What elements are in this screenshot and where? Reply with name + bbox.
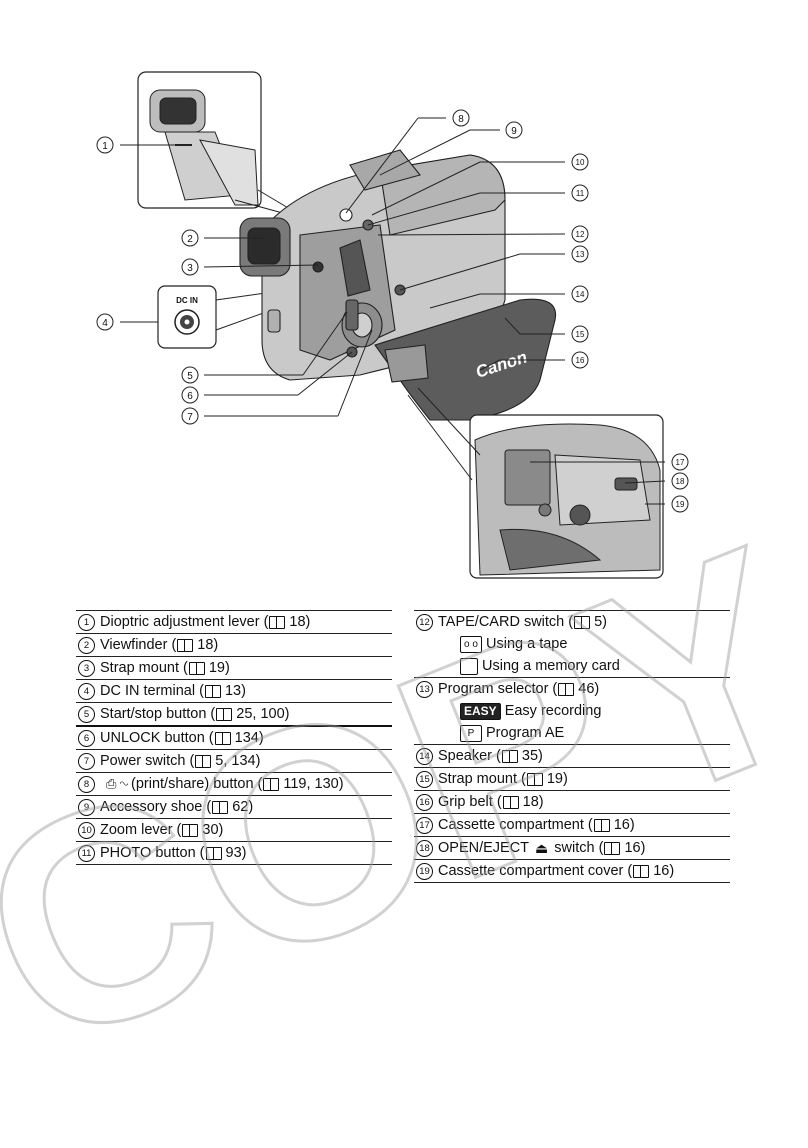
program-ae-icon: P [460, 724, 482, 742]
book-icon [502, 795, 519, 809]
callout-13: 13 [571, 245, 589, 263]
book-icon [205, 846, 222, 860]
svg-text:18: 18 [676, 477, 685, 486]
svg-text:19: 19 [676, 500, 685, 509]
callout-10: 10 [571, 153, 589, 171]
book-icon [526, 772, 543, 786]
callout-19: 19 [671, 495, 689, 513]
book-icon [604, 841, 621, 855]
callout-1: 1 [96, 136, 114, 154]
book-icon [188, 661, 205, 675]
eject-icon: ⏏ [535, 839, 549, 856]
camcorder-diagram: DC IN Canon [96, 71, 689, 579]
svg-text:1: 1 [102, 141, 108, 152]
book-icon [216, 707, 233, 721]
callout-18: 18 [671, 472, 689, 490]
svg-text:10: 10 [576, 158, 585, 167]
callout-16: 16 [571, 351, 589, 369]
legend-subitem: Using a memory card [414, 655, 730, 677]
print-share-icon: ⎙ ∿ [106, 776, 128, 791]
callout-6: 6 [181, 386, 199, 404]
book-icon [558, 682, 575, 696]
svg-text:3: 3 [187, 263, 193, 274]
svg-text:2: 2 [187, 234, 193, 245]
book-icon [633, 864, 650, 878]
tape-icon: o o [460, 635, 482, 653]
camcorder-body [239, 149, 557, 421]
callout-9: 9 [505, 121, 523, 139]
viewfinder-inset-drawing [149, 89, 259, 206]
svg-text:7: 7 [187, 412, 193, 423]
dc-in-label: DC IN [176, 296, 198, 305]
memory-card-icon [460, 657, 478, 675]
book-icon [574, 615, 591, 629]
book-icon [204, 684, 221, 698]
book-icon [177, 638, 194, 652]
callout-11: 11 [571, 184, 589, 202]
callout-17: 17 [671, 453, 689, 471]
callout-7: 7 [181, 407, 199, 425]
svg-text:9: 9 [511, 126, 517, 137]
svg-text:15: 15 [576, 330, 585, 339]
book-icon [269, 615, 286, 629]
book-icon [501, 749, 518, 763]
cassette-inset-drawing [474, 423, 661, 576]
callout-14: 14 [571, 285, 589, 303]
svg-text:12: 12 [576, 230, 585, 239]
callout-3: 3 [181, 258, 199, 276]
svg-text:17: 17 [676, 458, 685, 467]
svg-text:14: 14 [576, 290, 585, 299]
svg-text:4: 4 [102, 318, 108, 329]
svg-text:6: 6 [187, 391, 193, 402]
svg-text:8: 8 [458, 114, 464, 125]
callout-8: 8 [452, 109, 470, 127]
svg-text:13: 13 [576, 250, 585, 259]
easy-mode-icon: EASY [460, 702, 501, 720]
leader-lines [120, 117, 666, 505]
book-icon [195, 754, 212, 768]
callout-15: 15 [571, 325, 589, 343]
svg-text:5: 5 [187, 371, 193, 382]
svg-text:11: 11 [576, 189, 585, 198]
book-icon [212, 800, 229, 814]
callout-4: 4 [96, 313, 114, 331]
callout-5: 5 [181, 366, 199, 384]
legend-item: 8⎙ ∿(print/share) button ( 119, 130) [76, 772, 392, 795]
book-icon [593, 818, 610, 832]
callout-12: 12 [571, 225, 589, 243]
book-icon [214, 731, 231, 745]
book-icon [263, 777, 280, 791]
svg-text:16: 16 [576, 356, 585, 365]
book-icon [182, 823, 199, 837]
callout-2: 2 [181, 229, 199, 247]
